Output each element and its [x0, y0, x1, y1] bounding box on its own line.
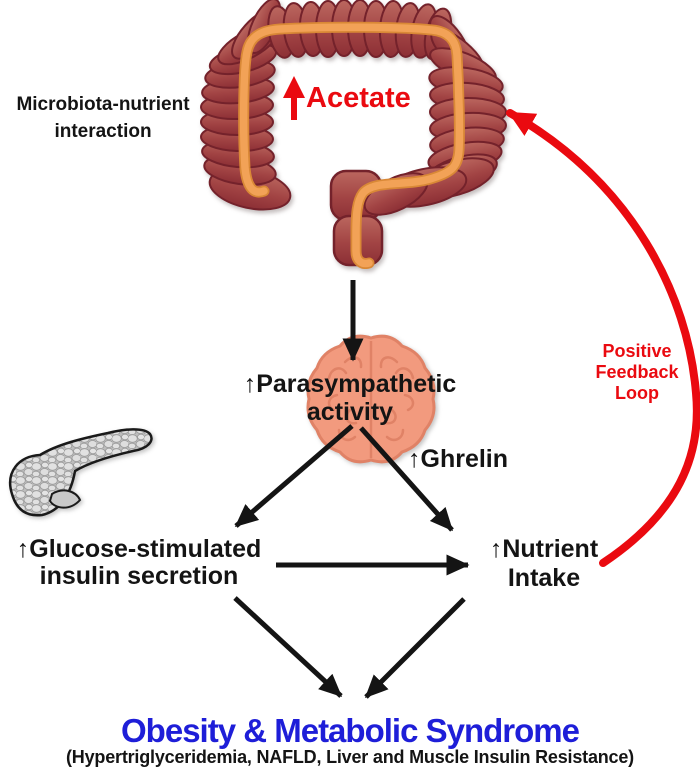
- label-parasympathetic-activity: ↑Parasympathetic activity: [243, 370, 457, 426]
- label-nutrient-intake: ↑Nutrient Intake: [489, 535, 599, 592]
- subtitle-comorbidities: (Hypertriglyceridemia, NAFLD, Liver and …: [66, 747, 634, 767]
- arrow-brain-to-insulin: [234, 424, 354, 528]
- label-glucose-stimulated-insulin-secretion: ↑Glucose-stimulated insulin secretion: [16, 535, 262, 590]
- label-positive-feedback-loop: Positive Feedback Loop: [595, 341, 679, 403]
- arrow-intake-to-outcome: [364, 597, 466, 699]
- label-ghrelin: ↑Ghrelin: [408, 445, 509, 473]
- lumen-tube: [238, 21, 465, 269]
- positive-feedback-arrow: [506, 109, 700, 567]
- flow-arrows: [233, 280, 470, 699]
- pancreas-notch: [48, 489, 82, 509]
- arrow-brain-to-intake: [359, 426, 454, 532]
- brain-illustration: [306, 334, 436, 464]
- label-microbiota-interaction: Microbiota-nutrient interaction: [16, 94, 190, 142]
- acetate-up-arrow: [283, 76, 305, 120]
- arrow-insulin-to-outcome: [233, 596, 343, 698]
- colon-illustration: [200, 0, 507, 269]
- label-acetate: Acetate: [306, 82, 411, 114]
- pancreas-illustration: [9, 428, 153, 517]
- title-obesity-metabolic-syndrome: Obesity & Metabolic Syndrome: [121, 712, 580, 749]
